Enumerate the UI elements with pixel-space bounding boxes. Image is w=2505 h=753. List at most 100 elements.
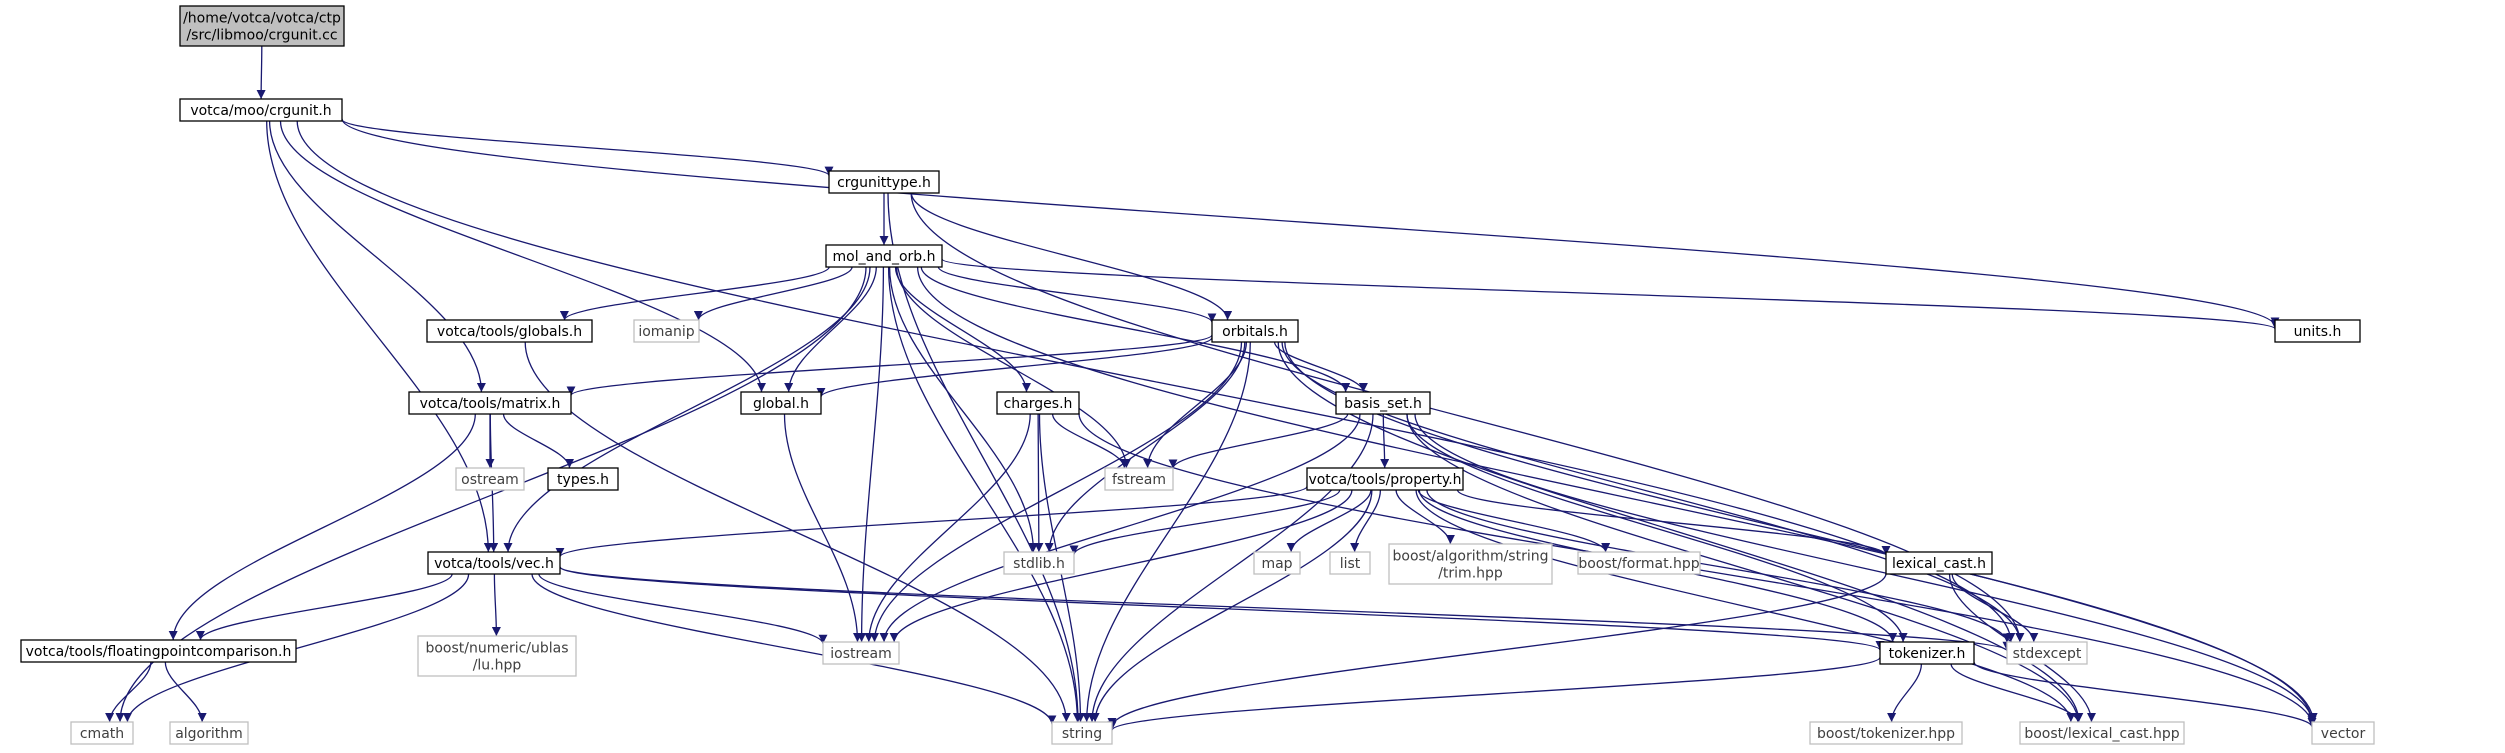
node-basis_set_h[interactable]: basis_set.h <box>1335 391 1431 415</box>
edge-crgunit_h-to-matrix_h <box>268 120 486 393</box>
node-label-globals_h: votca/tools/globals.h <box>437 324 582 340</box>
edge-crgunittype_h-to-string <box>887 192 1083 723</box>
node-ostream: ostream <box>455 467 525 491</box>
edge-orbitals_h-to-stdlib_h <box>1044 341 1246 553</box>
node-property_h[interactable]: votca/tools/property.h <box>1306 467 1464 491</box>
node-fpc_h[interactable]: votca/tools/floatingpointcomparison.h <box>20 639 297 663</box>
node-boost_tokenizer_hpp: boost/tokenizer.hpp <box>1809 721 1963 745</box>
node-orbitals_h[interactable]: orbitals.h <box>1211 319 1299 343</box>
node-map: map <box>1253 551 1301 575</box>
edge-root-to-crgunit_h <box>256 45 266 100</box>
edge-property_h-to-map <box>1286 489 1372 553</box>
edge-mol_and_orb_h-to-iostream <box>857 266 885 643</box>
node-label-root-line-2: /src/libmoo/crgunit.cc <box>186 28 337 44</box>
node-types_h[interactable]: types.h <box>547 467 619 491</box>
node-format_hpp: boost/format.hpp <box>1577 551 1701 575</box>
edge-mol_and_orb_h-to-orbitals_h <box>937 266 1217 323</box>
edge-matrix_h-to-types_h <box>502 413 574 469</box>
node-vec_h[interactable]: votca/tools/vec.h <box>427 551 561 575</box>
node-label-iostream: iostream <box>830 646 892 662</box>
node-lexical_cast_h[interactable]: lexical_cast.h <box>1885 551 1993 575</box>
node-string: string <box>1051 721 1113 745</box>
edge-vec_h-to-lu_hpp <box>491 573 501 637</box>
node-label-vec_h: votca/tools/vec.h <box>434 556 554 572</box>
node-box-lu_hpp <box>417 635 577 677</box>
node-box-list <box>1329 551 1371 575</box>
node-label-algorithm: algorithm <box>175 726 243 742</box>
node-units_h[interactable]: units.h <box>2274 319 2361 343</box>
node-layer: /home/votca/votca/ctp/src/libmoo/crgunit… <box>20 5 2375 745</box>
node-label-map: map <box>1261 556 1292 572</box>
node-box-basis_set_h <box>1335 391 1431 415</box>
node-label-matrix_h: votca/tools/matrix.h <box>420 396 561 412</box>
node-mol_and_orb_h[interactable]: mol_and_orb.h <box>825 244 943 268</box>
edge-property_h-to-boost_lexical_cast_hpp <box>1415 489 2076 723</box>
edge-property_h-to-format_hpp <box>1417 489 1611 553</box>
node-global_h[interactable]: global.h <box>740 391 822 415</box>
edge-tokenizer_h-to-boost_tokenizer_hpp <box>1887 663 1923 723</box>
node-label-crgunittype_h: crgunittype.h <box>837 175 931 191</box>
edge-tokenizer_h-to-vector <box>1973 661 2317 728</box>
node-label-cmath: cmath <box>80 726 124 742</box>
node-root[interactable]: /home/votca/votca/ctp/src/libmoo/crgunit… <box>179 5 345 47</box>
node-stdlib_h: stdlib.h <box>1003 551 1075 575</box>
node-label-boost_lexical_cast_hpp: boost/lexical_cast.hpp <box>2024 726 2179 742</box>
node-label-lu_hpp-line-1: boost/numeric/ublas <box>425 641 568 657</box>
node-box-cmath <box>70 721 134 745</box>
node-box-string <box>1051 721 1113 745</box>
node-label-tokenizer_h: tokenizer.h <box>1889 646 1966 662</box>
node-box-root <box>179 5 345 47</box>
edge-crgunittype_h-to-orbitals_h <box>910 192 1233 321</box>
node-label-types_h: types.h <box>557 472 609 488</box>
node-crgunittype_h[interactable]: crgunittype.h <box>828 170 940 194</box>
node-label-trim_hpp-line-2: /trim.hpp <box>1438 566 1503 582</box>
edge-vec_h-to-fpc_h <box>195 573 453 641</box>
node-label-charges_h: charges.h <box>1004 396 1073 412</box>
node-label-basis_set_h: basis_set.h <box>1344 396 1422 412</box>
edge-charges_h-to-iostream <box>864 413 1031 643</box>
edge-vec_h-to-tokenizer_h <box>559 566 1885 651</box>
node-box-fstream <box>1104 467 1174 491</box>
edge-orbitals_h-to-vector <box>1284 341 2318 723</box>
node-label-root-line-1: /home/votca/votca/ctp <box>183 11 341 27</box>
node-label-iomanip: iomanip <box>638 324 694 340</box>
node-globals_h[interactable]: votca/tools/globals.h <box>426 319 593 343</box>
node-tokenizer_h[interactable]: tokenizer.h <box>1879 641 1975 665</box>
edge-crgunit_h-to-crgunittype_h <box>341 118 834 177</box>
node-box-stdexcept <box>2006 641 2088 665</box>
edge-property_h-to-trim_hpp <box>1395 489 1455 545</box>
node-box-mol_and_orb_h <box>825 244 943 268</box>
node-matrix_h[interactable]: votca/tools/matrix.h <box>408 391 572 415</box>
node-label-orbitals_h: orbitals.h <box>1222 324 1288 340</box>
node-charges_h[interactable]: charges.h <box>996 391 1080 415</box>
edge-mol_and_orb_h-to-string <box>887 266 1082 723</box>
edge-orbitals_h-to-global_h <box>816 336 1213 398</box>
edge-property_h-to-lexical_cast_h <box>1456 489 1891 556</box>
node-box-boost_lexical_cast_hpp <box>2019 721 2185 745</box>
node-label-global_h: global.h <box>753 396 809 412</box>
node-label-lu_hpp-line-2: /lu.hpp <box>473 658 522 674</box>
node-label-boost_tokenizer_hpp: boost/tokenizer.hpp <box>1817 726 1955 742</box>
node-box-iostream <box>822 641 900 665</box>
node-iomanip: iomanip <box>633 319 700 343</box>
edge-mol_and_orb_h-to-basis_set_h <box>920 266 1351 393</box>
node-box-boost_tokenizer_hpp <box>1809 721 1963 745</box>
node-stdexcept: stdexcept <box>2006 641 2088 665</box>
edge-mol_and_orb_h-to-vector <box>916 266 2317 723</box>
edge-vec_h-to-string <box>531 573 1057 725</box>
node-algorithm: algorithm <box>169 721 249 745</box>
node-box-trim_hpp <box>1388 543 1553 585</box>
node-box-units_h <box>2274 319 2361 343</box>
edge-matrix_h-to-fpc_h <box>168 413 476 641</box>
edge-tokenizer_h-to-string <box>1107 656 1881 731</box>
node-box-iomanip <box>633 319 700 343</box>
edge-basis_set_h-to-boost_lexical_cast_hpp <box>1406 413 2083 723</box>
node-label-stdlib_h: stdlib.h <box>1013 556 1065 572</box>
node-crgunit_h[interactable]: votca/moo/crgunit.h <box>179 98 343 122</box>
node-label-list: list <box>1340 556 1361 572</box>
node-label-units_h: units.h <box>2294 324 2342 340</box>
node-box-crgunittype_h <box>828 170 940 194</box>
edge-property_h-to-list <box>1350 489 1382 553</box>
edge-basis_set_h-to-vector <box>1414 413 2317 723</box>
